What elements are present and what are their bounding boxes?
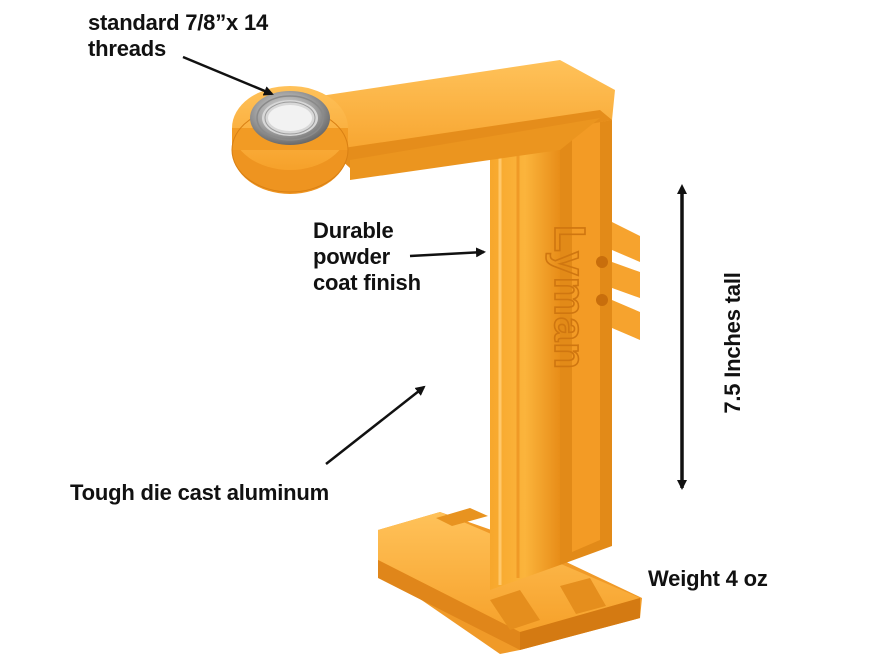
- powder-line-1: Durable: [313, 218, 394, 243]
- upright-column: [490, 96, 640, 590]
- powder-line-2: powder: [313, 244, 391, 269]
- threaded-insert: [250, 91, 330, 145]
- threads-line-1: standard 7/8”x 14: [88, 10, 269, 35]
- height-callout: 7.5 Inches tall: [720, 272, 745, 414]
- threads-callout: standard 7/8”x 14 threads: [88, 10, 268, 62]
- weight-callout: Weight 4 oz: [648, 566, 768, 591]
- lyman-logo: Lyman: [545, 225, 594, 370]
- powder-coat-callout: Durable powder coat finish: [313, 218, 421, 296]
- threads-line-2: threads: [88, 36, 167, 61]
- aluminum-callout: Tough die cast aluminum: [70, 480, 330, 505]
- powder-line-3: coat finish: [313, 270, 421, 295]
